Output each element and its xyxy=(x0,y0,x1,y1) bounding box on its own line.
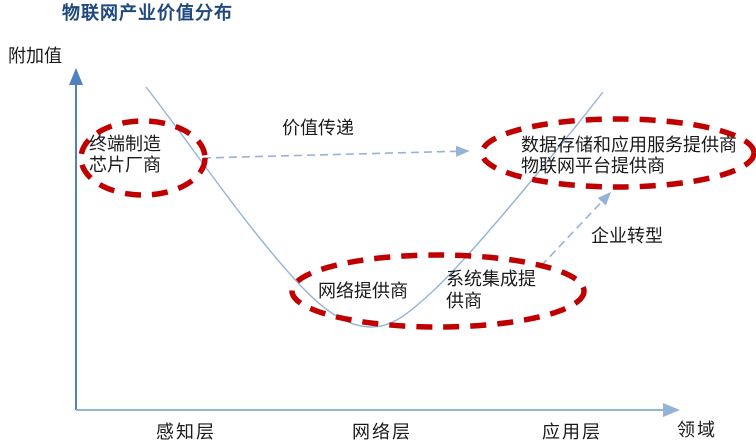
left-ellipse-line2: 芯片厂商 xyxy=(89,155,161,176)
value-transfer-arrow xyxy=(202,145,470,159)
right-ellipse-line2: 物联网平台提供商 xyxy=(521,156,665,177)
value-transfer-label: 价值传递 xyxy=(282,118,354,139)
x-category-network-layer: 网络层 xyxy=(352,422,412,443)
right-ellipse-line1: 数据存储和应用服务提供商 xyxy=(521,135,737,156)
right-ellipse-outline xyxy=(479,116,756,190)
right-ellipse-text: 数据存储和应用服务提供商物联网平台提供商 xyxy=(521,135,737,177)
enterprise-transform-arrow xyxy=(540,191,612,267)
left-ellipse-outline xyxy=(78,118,208,198)
x-axis-label: 领域 xyxy=(677,420,717,441)
enterprise-transform-label: 企业转型 xyxy=(591,226,663,247)
left-ellipse-text: 终端制造芯片厂商 xyxy=(89,134,161,176)
x-category-application-layer: 应用层 xyxy=(542,422,602,443)
system-integrator-label: 系统集成提供商 xyxy=(446,269,536,312)
diagram-title: 物联网产业价值分布 xyxy=(62,3,233,24)
value-curve xyxy=(145,86,604,328)
bottom-ellipse-outline xyxy=(289,252,587,330)
x-category-perception-layer: 感知层 xyxy=(156,422,216,443)
left-ellipse-line1: 终端制造 xyxy=(89,134,161,155)
y-axis-label: 附加值 xyxy=(8,46,62,67)
network-provider-label: 网络提供商 xyxy=(318,281,408,302)
